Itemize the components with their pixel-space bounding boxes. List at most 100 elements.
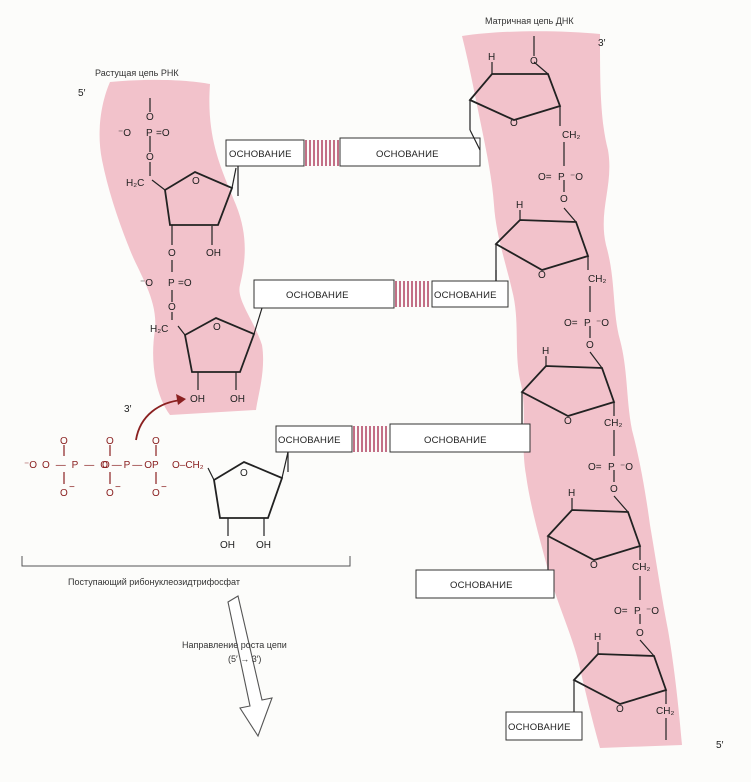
incoming-p-chain-3: P: [152, 460, 159, 471]
rna-oh-3: OH: [230, 394, 245, 405]
rna-backbone-band: [99, 79, 264, 416]
incoming-oh-2: OH: [256, 540, 271, 551]
base-box-rna-3: [275, 425, 353, 453]
rna-3-prime: 3′: [124, 404, 132, 415]
dna-o-minus-1: ⁻O: [570, 172, 583, 183]
dna-h-2: H: [516, 200, 523, 211]
incoming-minus-1: −: [69, 482, 75, 493]
base-box-dna-4: [415, 569, 555, 599]
direction-formula: (5′ → 3′): [228, 654, 261, 664]
dna-oeq-3: O=: [588, 462, 602, 473]
incoming-label: Поступающий рибонуклеозидтрифосфат: [68, 577, 240, 587]
rna-ring-o-2: O: [213, 322, 221, 333]
dna-p-3: P: [608, 462, 615, 473]
incoming-o-ch2: O–CH₂: [172, 460, 204, 471]
dna-ch2-4: CH₂: [632, 562, 650, 573]
dna-o-3: O: [610, 484, 618, 495]
growth-direction-arrow: [227, 595, 273, 738]
dna-o-2: O: [586, 340, 594, 351]
base-pair-2: ОСНОВАНИЕ ОСНОВАНИЕ: [253, 270, 509, 309]
dna-ring-o-2: O: [538, 270, 546, 281]
dna-ch2-3: CH₂: [604, 418, 622, 429]
dna-o-minus-2: ⁻O: [596, 318, 609, 329]
dna-oeq-2: O=: [564, 318, 578, 329]
dna-p-1: P: [558, 172, 565, 183]
base-box-rna-1: [225, 139, 305, 167]
base-label-dna-2: ОСНОВАНИЕ: [434, 290, 497, 301]
dna-ch2-5: CH₂: [656, 706, 674, 717]
dna-3-prime: 3′: [598, 38, 606, 49]
incoming-ring-o: O: [240, 468, 248, 479]
dna-p-2: P: [584, 318, 591, 329]
rna-p-2: P: [168, 278, 175, 289]
attack-arrow: [135, 399, 183, 441]
dna-ring-o-5: O: [616, 704, 624, 715]
rna-o-3: O: [168, 248, 176, 259]
dna-nucleotide-5: [572, 639, 668, 740]
incoming-minus-2: −: [115, 482, 121, 493]
incoming-phosphates: [63, 445, 157, 484]
incoming-o-minus: ⁻O: [24, 460, 37, 471]
rna-nucleotide-1: [149, 98, 237, 245]
dna-o-top-1: O: [530, 56, 538, 67]
rna-5-prime: 5′: [78, 88, 86, 99]
dna-h-4: H: [568, 488, 575, 499]
base-box-rna-2: [253, 279, 395, 309]
dna-ring-o-1: O: [510, 118, 518, 129]
incoming-o-top-1: O: [60, 436, 68, 447]
incoming-p-chain: O—P—O: [42, 460, 108, 471]
incoming-o-bot-2: O: [106, 488, 114, 499]
dna-ch2-2: CH₂: [588, 274, 606, 285]
rna-oh-1: OH: [206, 248, 221, 259]
dna-p-4: P: [634, 606, 641, 617]
dna-ring-o-3: O: [564, 416, 572, 427]
base-pair-3: ОСНОВАНИЕ ОСНОВАНИЕ: [275, 423, 531, 472]
attack-arrowhead: [176, 394, 186, 405]
dna-h-3: H: [542, 346, 549, 357]
incoming-o-top-2: O: [106, 436, 114, 447]
rna-nucleotide-2: [171, 260, 263, 390]
base-label-rna-1: ОСНОВАНИЕ: [229, 149, 292, 160]
dna-nucleotide-4: [546, 495, 642, 624]
base-label-dna-5: ОСНОВАНИЕ: [508, 722, 571, 733]
dna-ch2-1: CH₂: [562, 130, 580, 141]
dna-oeq-1: O=: [538, 172, 552, 183]
hydrogen-bonds-3: [353, 426, 387, 452]
base-box-dna-1: [339, 137, 481, 167]
dna-5-prime: 5′: [716, 740, 724, 751]
incoming-o-top-3: O: [152, 436, 160, 447]
base-box-dna-3: [389, 423, 531, 453]
rna-o-4: O: [168, 302, 176, 313]
rna-peq-2: =O: [178, 278, 192, 289]
hydrogen-bonds-2: [395, 281, 429, 307]
base-label-rna-3: ОСНОВАНИЕ: [278, 435, 341, 446]
rna-o-minus-1: ⁻O: [118, 128, 131, 139]
dna-o-minus-3: ⁻O: [620, 462, 633, 473]
dna-ring-o-4: O: [590, 560, 598, 571]
rna-oh-2: OH: [190, 394, 205, 405]
rna-o-minus-2: ⁻O: [140, 278, 153, 289]
dna-h-5: H: [594, 632, 601, 643]
dna-o-1: O: [560, 194, 568, 205]
rna-h2c-1: H₂C: [126, 178, 144, 189]
incoming-o-bot-1: O: [60, 488, 68, 499]
incoming-minus-3: −: [161, 482, 167, 493]
dna-nucleotide-1: [468, 36, 565, 192]
dna-o-minus-4: ⁻O: [646, 606, 659, 617]
rna-ring-o-1: O: [192, 176, 200, 187]
incoming-oh-1: OH: [220, 540, 235, 551]
incoming-o-bot-3: O: [152, 488, 160, 499]
rna-o-1: O: [146, 112, 154, 123]
base-label-dna-3: ОСНОВАНИЕ: [424, 435, 487, 446]
rna-chain-label: Растущая цепь РНК: [95, 68, 179, 78]
dna-chain-label: Матричная цепь ДНК: [485, 16, 574, 26]
rna-peq-1: =O: [156, 128, 170, 139]
dna-oeq-4: O=: [614, 606, 628, 617]
rna-h2c-2: H₂C: [150, 324, 168, 335]
base-label-dna-4: ОСНОВАНИЕ: [450, 580, 513, 591]
base-label-dna-1: ОСНОВАНИЕ: [376, 149, 439, 160]
incoming-bracket: [21, 556, 351, 567]
base-label-rna-2: ОСНОВАНИЕ: [286, 290, 349, 301]
base-box-dna-5: [505, 711, 583, 741]
